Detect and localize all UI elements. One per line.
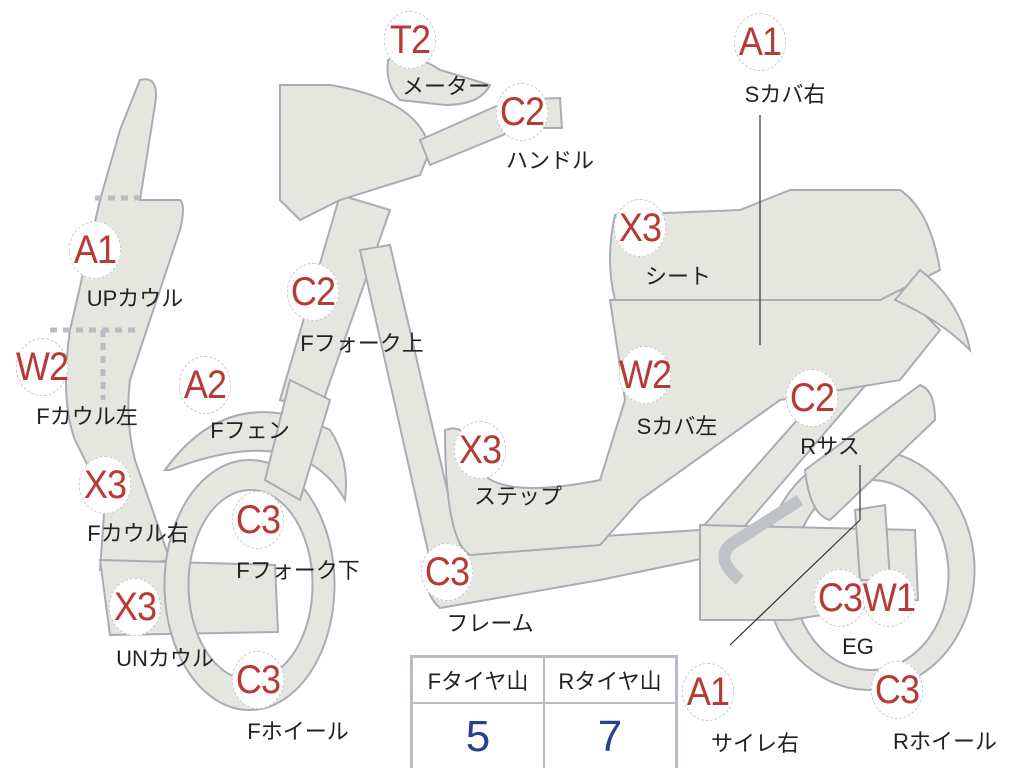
part-label-front-fender: Fフェン: [210, 418, 290, 443]
grade-badge-front-wheel: C3: [231, 651, 285, 709]
rear-tread-value: 7: [543, 702, 678, 768]
part-label-handle: ハンドル: [505, 148, 595, 173]
grade-badge-muffler-right: A1: [681, 663, 735, 721]
grade-badge-front-cowl-left: W2: [15, 338, 69, 396]
part-label-rear-suspension: Rサス: [800, 434, 860, 459]
part-label-side-cover-left: Sカバ左: [636, 414, 718, 439]
part-label-fork-lower: Fフォーク下: [236, 558, 360, 583]
seat-shape: [609, 189, 942, 301]
part-label-frame: フレーム: [446, 611, 534, 636]
part-label-upper-cowl: UPカウル: [86, 286, 184, 311]
part-label-front-wheel: Fホイール: [247, 719, 349, 744]
side-cover-shape: [443, 288, 942, 557]
grade-badge-step: X3: [453, 421, 507, 479]
part-label-side-cover-right: Sカバ右: [744, 82, 826, 107]
part-label-engine: EG: [842, 634, 874, 659]
handlebar-shape: [279, 84, 432, 222]
grade-badge-rear-wheel: C3: [870, 661, 924, 719]
tire-tread-table: Fタイヤ山 Rタイヤ山 5 7: [410, 655, 678, 768]
grade-badge-fork-upper: C2: [286, 263, 340, 321]
grade-badge-seat: X3: [613, 199, 667, 257]
part-label-fork-upper: Fフォーク上: [300, 331, 424, 356]
part-label-muffler-right: サイレ右: [710, 731, 800, 756]
grade-badge-frame: C3: [420, 543, 474, 601]
grade-badge-front-cowl-right: X3: [78, 456, 132, 514]
grade-badge-engine: C3: [813, 569, 867, 627]
front-tread-value: 5: [410, 702, 545, 768]
part-label-meter: メーター: [401, 74, 491, 99]
grade-badge-under-cowl: X3: [108, 578, 162, 636]
grade-badge-fork-lower: C3: [231, 491, 285, 549]
grade-badge-side-cover-right: A1: [733, 13, 787, 71]
front-tread-header: Fタイヤ山: [410, 655, 545, 704]
grade-badge-engine-2: W1: [862, 569, 916, 627]
grade-badge-handle: C2: [495, 83, 549, 141]
grade-badge-front-fender: A2: [178, 356, 232, 414]
part-label-front-cowl-right: Fカウル右: [87, 521, 189, 546]
part-label-front-cowl-left: Fカウル左: [36, 404, 138, 429]
rear-tread-header: Rタイヤ山: [543, 655, 678, 704]
rear-wheel-shape: [763, 449, 976, 691]
grade-badge-side-cover-left: W2: [618, 346, 672, 404]
grade-badge-meter: T2: [383, 11, 437, 69]
part-label-under-cowl: UNカウル: [116, 646, 214, 671]
part-label-seat: シート: [644, 264, 712, 289]
rear-shock-shape: [803, 383, 937, 522]
grade-badge-upper-cowl: A1: [68, 221, 122, 279]
part-label-rear-wheel: Rホイール: [893, 729, 997, 754]
part-label-step: ステップ: [473, 484, 563, 509]
grade-badge-rear-suspension: C2: [785, 369, 839, 427]
